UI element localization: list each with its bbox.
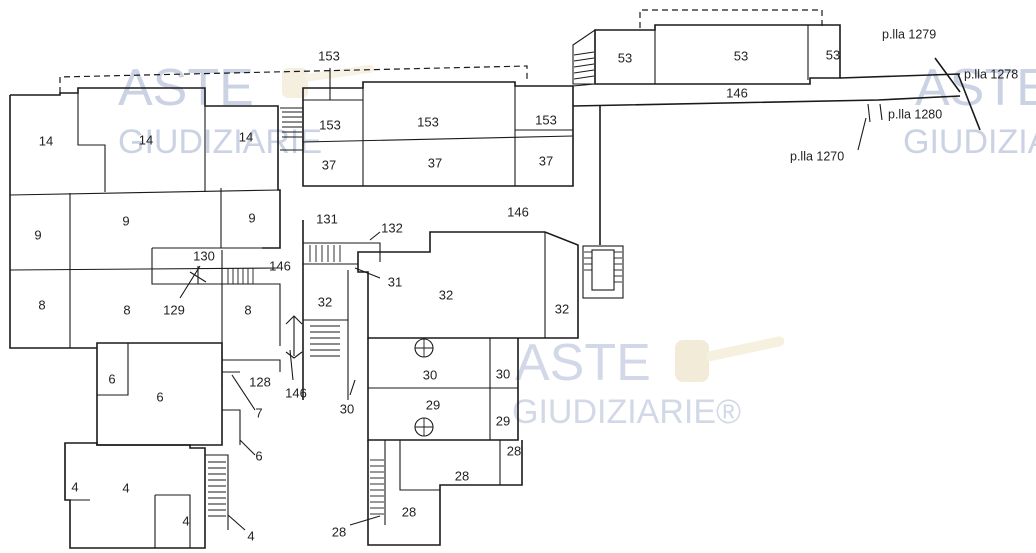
room-label: 153 (535, 112, 557, 127)
room-label: 6 (156, 389, 163, 404)
room-label: 28 (332, 524, 346, 539)
gavel-icon (282, 64, 375, 98)
parcel-label-1279: p.lla 1279 (882, 27, 936, 41)
room-labels: 14 14 14 153 153 153 153 37 37 37 53 53 … (34, 47, 840, 543)
room-label: 8 (244, 302, 251, 317)
room-label: 132 (381, 220, 403, 235)
room-label: 153 (318, 48, 340, 63)
staircase-north (280, 107, 304, 151)
room-label: 32 (318, 294, 332, 309)
parcel-label-1278: p.lla 1278 (964, 67, 1018, 81)
leader-lines (179, 68, 381, 531)
room-label: 146 (726, 85, 748, 100)
room-label: 153 (319, 117, 341, 132)
room-label: 8 (38, 297, 45, 312)
room-label: 131 (316, 211, 338, 226)
room-label: 129 (163, 302, 185, 317)
room-label: 4 (71, 479, 78, 494)
watermark-giudiziarie-text: GIUDIZIARIE (903, 123, 1036, 161)
watermark-aste-text: ASTE (915, 59, 1036, 117)
room-label: 9 (34, 227, 41, 242)
room-label: 14 (39, 133, 53, 148)
room-label: 53 (826, 47, 840, 62)
gavel-icon (675, 336, 785, 382)
room-label: 9 (248, 210, 255, 225)
watermark-center: ASTE GIUDIZIARIE® (512, 334, 785, 431)
parcel-label-1270: p.lla 1270 (790, 149, 844, 163)
room-label: 7 (255, 405, 262, 420)
watermark-left: ASTE GIUDIZIARIE (118, 59, 322, 161)
staircase-53 (572, 28, 596, 85)
corridor-146 (572, 57, 981, 245)
room-label: 4 (122, 480, 129, 495)
room-label: 4 (247, 528, 254, 543)
room-label: 53 (734, 48, 748, 63)
watermark-giudiziarie-text: GIUDIZIARIE (118, 123, 322, 161)
parcel-labels: p.lla 1279 p.lla 1278 p.lla 1280 p.lla 1… (790, 27, 1018, 163)
left-building (9, 87, 281, 390)
room-label: 31 (388, 274, 402, 289)
staircase-east (582, 245, 624, 299)
room-label: 146 (269, 258, 291, 273)
dashed-outline-top-left (59, 65, 528, 93)
room-label: 28 (507, 443, 521, 458)
room-label: 30 (423, 367, 437, 382)
room-label: 4 (182, 513, 189, 528)
room-label: 153 (417, 114, 439, 129)
parcel-label-1280: p.lla 1280 (888, 107, 942, 121)
watermark-aste-text: ASTE (515, 334, 651, 392)
room-label: 128 (249, 374, 271, 389)
block-4 (64, 442, 229, 549)
room-label: 28 (402, 504, 416, 519)
room-label: 29 (426, 397, 440, 412)
block-6 (96, 342, 281, 446)
room-label: 6 (108, 371, 115, 386)
room-label: 37 (539, 153, 553, 168)
room-label: 37 (322, 157, 336, 172)
watermark-right: ASTE GIUDIZIARIE (903, 59, 1036, 161)
room-label: 146 (285, 385, 307, 400)
block-53 (572, 24, 841, 87)
room-label: 130 (193, 248, 215, 263)
room-label: 32 (555, 301, 569, 316)
room-label: 37 (428, 155, 442, 170)
room-label: 9 (122, 213, 129, 228)
room-label: 8 (123, 302, 130, 317)
watermark-giudiziarie-text: GIUDIZIARIE® (512, 393, 741, 431)
block-131-132 (285, 220, 381, 400)
room-label: 29 (496, 413, 510, 428)
room-label: 30 (340, 401, 354, 416)
block-28 (367, 440, 523, 546)
spiral-stair-icon (414, 417, 434, 437)
spiral-stair-icon (414, 338, 434, 358)
room-label: 30 (496, 366, 510, 381)
central-block-32 (357, 231, 579, 441)
room-label: 28 (455, 468, 469, 483)
room-label: 53 (618, 50, 632, 65)
room-label: 32 (439, 287, 453, 302)
room-label: 146 (507, 204, 529, 219)
room-label: 14 (139, 132, 153, 147)
room-label: 6 (255, 448, 262, 463)
room-label: 14 (239, 129, 253, 144)
